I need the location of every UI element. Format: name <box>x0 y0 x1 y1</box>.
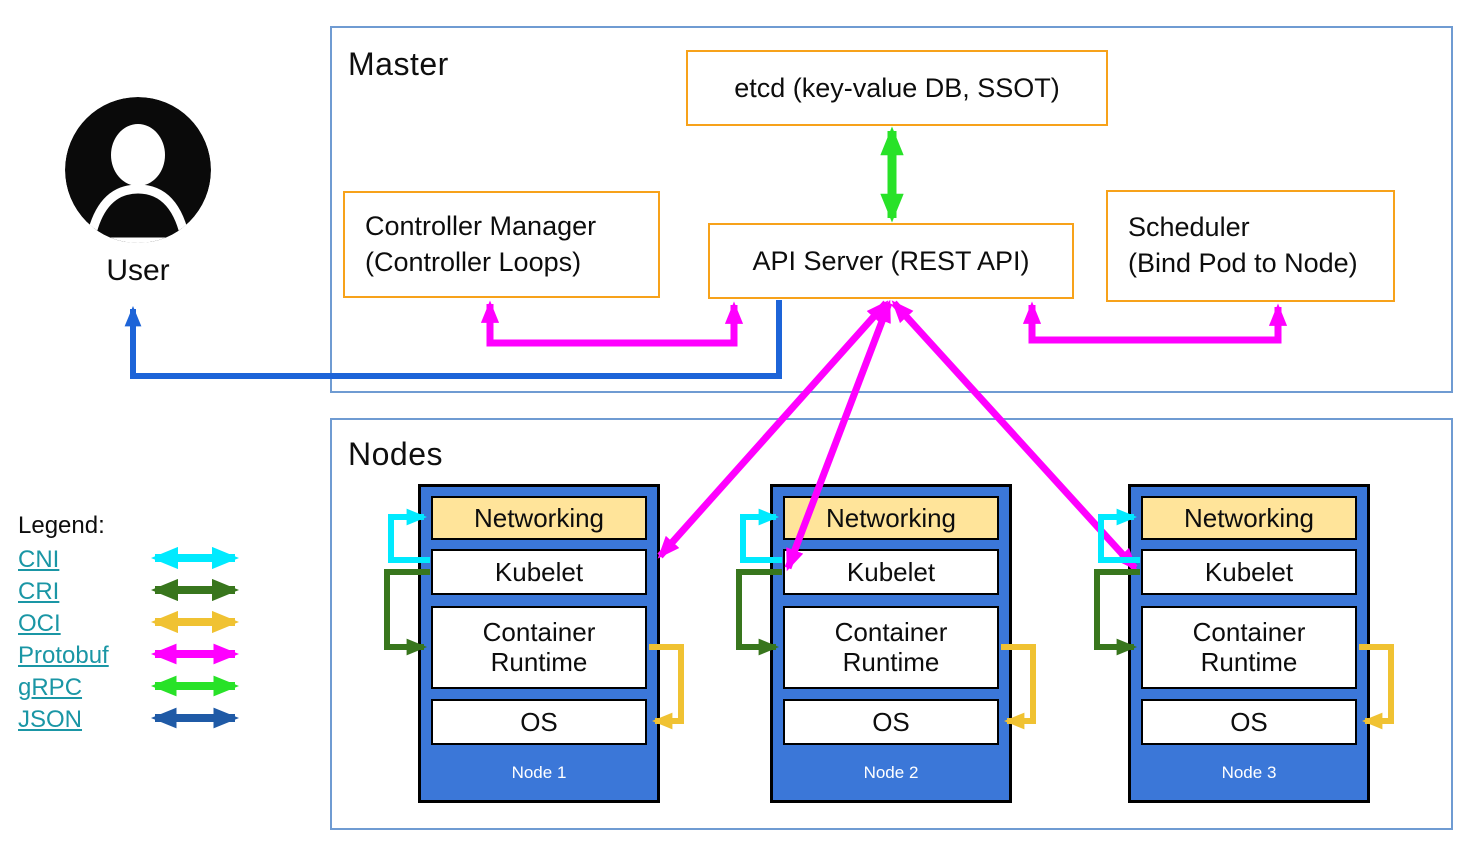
node-3-container-runtime-box: Container Runtime <box>1141 606 1357 689</box>
node-1-os-box: OS <box>431 699 647 745</box>
node-2-os-box: OS <box>783 699 999 745</box>
node-3-title: Node 3 <box>1221 763 1277 782</box>
node-2-title: Node 2 <box>863 763 919 782</box>
legend-link-json[interactable]: JSON <box>18 706 83 733</box>
networking-label: Networking <box>473 502 605 533</box>
master-section-title: Master <box>348 46 449 82</box>
container-runtime-label: Container Runtime <box>834 616 948 677</box>
controller-manager-label: Controller Manager (Controller Loops) <box>365 210 597 277</box>
node-1-title: Node 1 <box>511 763 567 782</box>
etcd-label: etcd (key-value DB, SSOT) <box>734 72 1060 103</box>
os-label: OS <box>1230 706 1268 737</box>
node-2: Networking Kubelet Container Runtime OS … <box>770 484 1012 803</box>
node-1-networking-box: Networking <box>431 496 647 540</box>
node-3: Networking Kubelet Container Runtime OS … <box>1128 484 1370 803</box>
node-3-os-box: OS <box>1141 699 1357 745</box>
container-runtime-label: Container Runtime <box>482 616 596 677</box>
node-1: Networking Kubelet Container Runtime OS … <box>418 484 660 803</box>
node-1-container-runtime-box: Container Runtime <box>431 606 647 689</box>
networking-label: Networking <box>825 502 957 533</box>
container-runtime-label: Container Runtime <box>1192 616 1306 677</box>
kubelet-label: Kubelet <box>494 556 584 587</box>
os-label: OS <box>520 706 558 737</box>
etcd-box: etcd (key-value DB, SSOT) <box>686 50 1108 126</box>
controller-manager-box: Controller Manager (Controller Loops) <box>343 191 660 298</box>
node-2-kubelet-box: Kubelet <box>783 549 999 595</box>
kubelet-label: Kubelet <box>1204 556 1294 587</box>
legend-link-protobuf[interactable]: Protobuf <box>18 642 109 669</box>
scheduler-box: Scheduler (Bind Pod to Node) <box>1106 190 1395 302</box>
node-3-kubelet-box: Kubelet <box>1141 549 1357 595</box>
legend-link-cri[interactable]: CRI <box>18 578 60 605</box>
legend-title: Legend: <box>18 512 105 539</box>
os-label: OS <box>872 706 910 737</box>
node-1-kubelet-box: Kubelet <box>431 549 647 595</box>
legend-link-oci[interactable]: OCI <box>18 610 61 637</box>
scheduler-label: Scheduler (Bind Pod to Node) <box>1128 212 1358 278</box>
node-3-networking-box: Networking <box>1141 496 1357 540</box>
nodes-section-title: Nodes <box>348 436 443 472</box>
api-server-label: API Server (REST API) <box>752 245 1030 276</box>
networking-label: Networking <box>1183 502 1315 533</box>
kubelet-label: Kubelet <box>846 556 936 587</box>
node-2-container-runtime-box: Container Runtime <box>783 606 999 689</box>
api-server-box: API Server (REST API) <box>708 223 1074 299</box>
legend-link-grpc[interactable]: gRPC <box>18 674 83 701</box>
node-2-networking-box: Networking <box>783 496 999 540</box>
legend-link-cni[interactable]: CNI <box>18 546 60 573</box>
user-icon <box>65 97 211 243</box>
user-label: User <box>106 254 170 287</box>
